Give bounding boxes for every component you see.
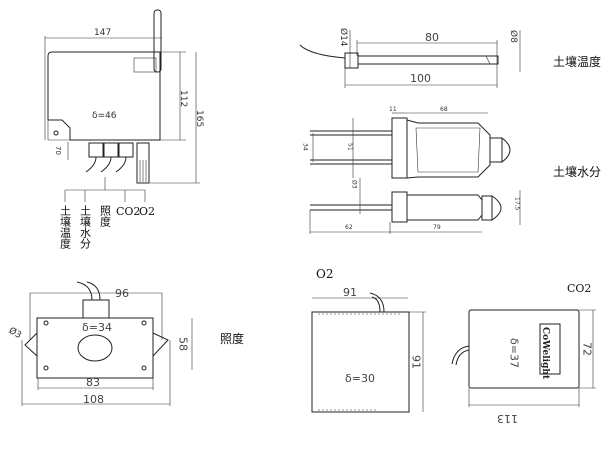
illuminance-label: 照度 — [220, 331, 244, 346]
co2-height: 72 — [581, 342, 594, 356]
rod-length: 80 — [425, 31, 439, 44]
dim-34: 34 — [302, 143, 309, 151]
soil-temperature-drawing: 80 100 Ø14 Ø8 土壤温度 — [299, 28, 601, 88]
dim-17-5: 17.5 — [514, 197, 521, 211]
brand-logo — [539, 323, 561, 375]
probe — [136, 142, 150, 184]
co2-sensor-drawing: CO2 CoWelight δ=37 72 113 — [451, 282, 596, 425]
main-thickness: δ=46 — [92, 111, 117, 121]
soil-moisture-label: 土壤水分 — [553, 164, 601, 179]
o2-label: O2 — [316, 267, 333, 281]
o2-height: 91 — [410, 355, 423, 369]
output-label-soil-temp: 土壤温度 — [59, 205, 72, 250]
antenna — [153, 9, 162, 73]
dim-62: 62 — [345, 224, 353, 231]
dim-51: 51 — [347, 143, 354, 151]
dim-79: 79 — [433, 224, 441, 231]
output-label-co2: CO2 — [116, 205, 140, 218]
rod-diameter: Ø8 — [508, 30, 519, 43]
main-height-body: 112 — [178, 90, 188, 107]
mount-hole-diameter: Ø3 — [7, 325, 24, 341]
illuminance-outer-width: 96 — [115, 287, 129, 300]
dim-11: 11 — [389, 106, 397, 113]
o2-width: 91 — [343, 286, 357, 299]
illuminance-height: 58 — [177, 337, 190, 351]
output-label-illuminance: 照度 — [99, 205, 112, 228]
illuminance-total-width: 108 — [83, 393, 104, 406]
cap-diameter: Ø14 — [338, 28, 349, 47]
illuminance-thickness: δ=34 — [82, 321, 112, 334]
main-height-total: 165 — [194, 110, 204, 127]
co2-thickness: δ=37 — [508, 338, 521, 368]
dim-68: 68 — [440, 106, 448, 113]
output-label-o2: O2 — [139, 205, 155, 218]
o2-sensor-drawing: O2 91 91 δ=30 — [311, 267, 426, 413]
pin-diameter: Ø3 — [351, 180, 358, 189]
soil-moisture-drawing: 11 68 34 51 土壤水分 Ø3 62 79 17.5 — [302, 106, 601, 234]
svg-text:CoWelight: CoWelight — [540, 327, 550, 380]
output-label-soil-moisture: 土壤水分 — [79, 205, 92, 249]
illuminance-drawing: δ=34 96 58 83 108 Ø3 照度 — [7, 281, 244, 406]
main-width: 147 — [94, 28, 111, 38]
illuminance-body-width: 83 — [86, 376, 100, 389]
soil-temperature-label: 土壤温度 — [553, 54, 601, 69]
enclosure-body — [47, 51, 161, 141]
total-length: 100 — [410, 72, 431, 85]
co2-width: 113 — [497, 412, 518, 425]
co2-label: CO2 — [567, 282, 591, 295]
o2-thickness: δ=30 — [345, 372, 375, 385]
main-offset: 70 — [54, 146, 62, 155]
main-unit-drawing: δ=46 147 112 165 70 土壤温度 土壤水分 照度 CO2 O2 — [44, 9, 204, 250]
